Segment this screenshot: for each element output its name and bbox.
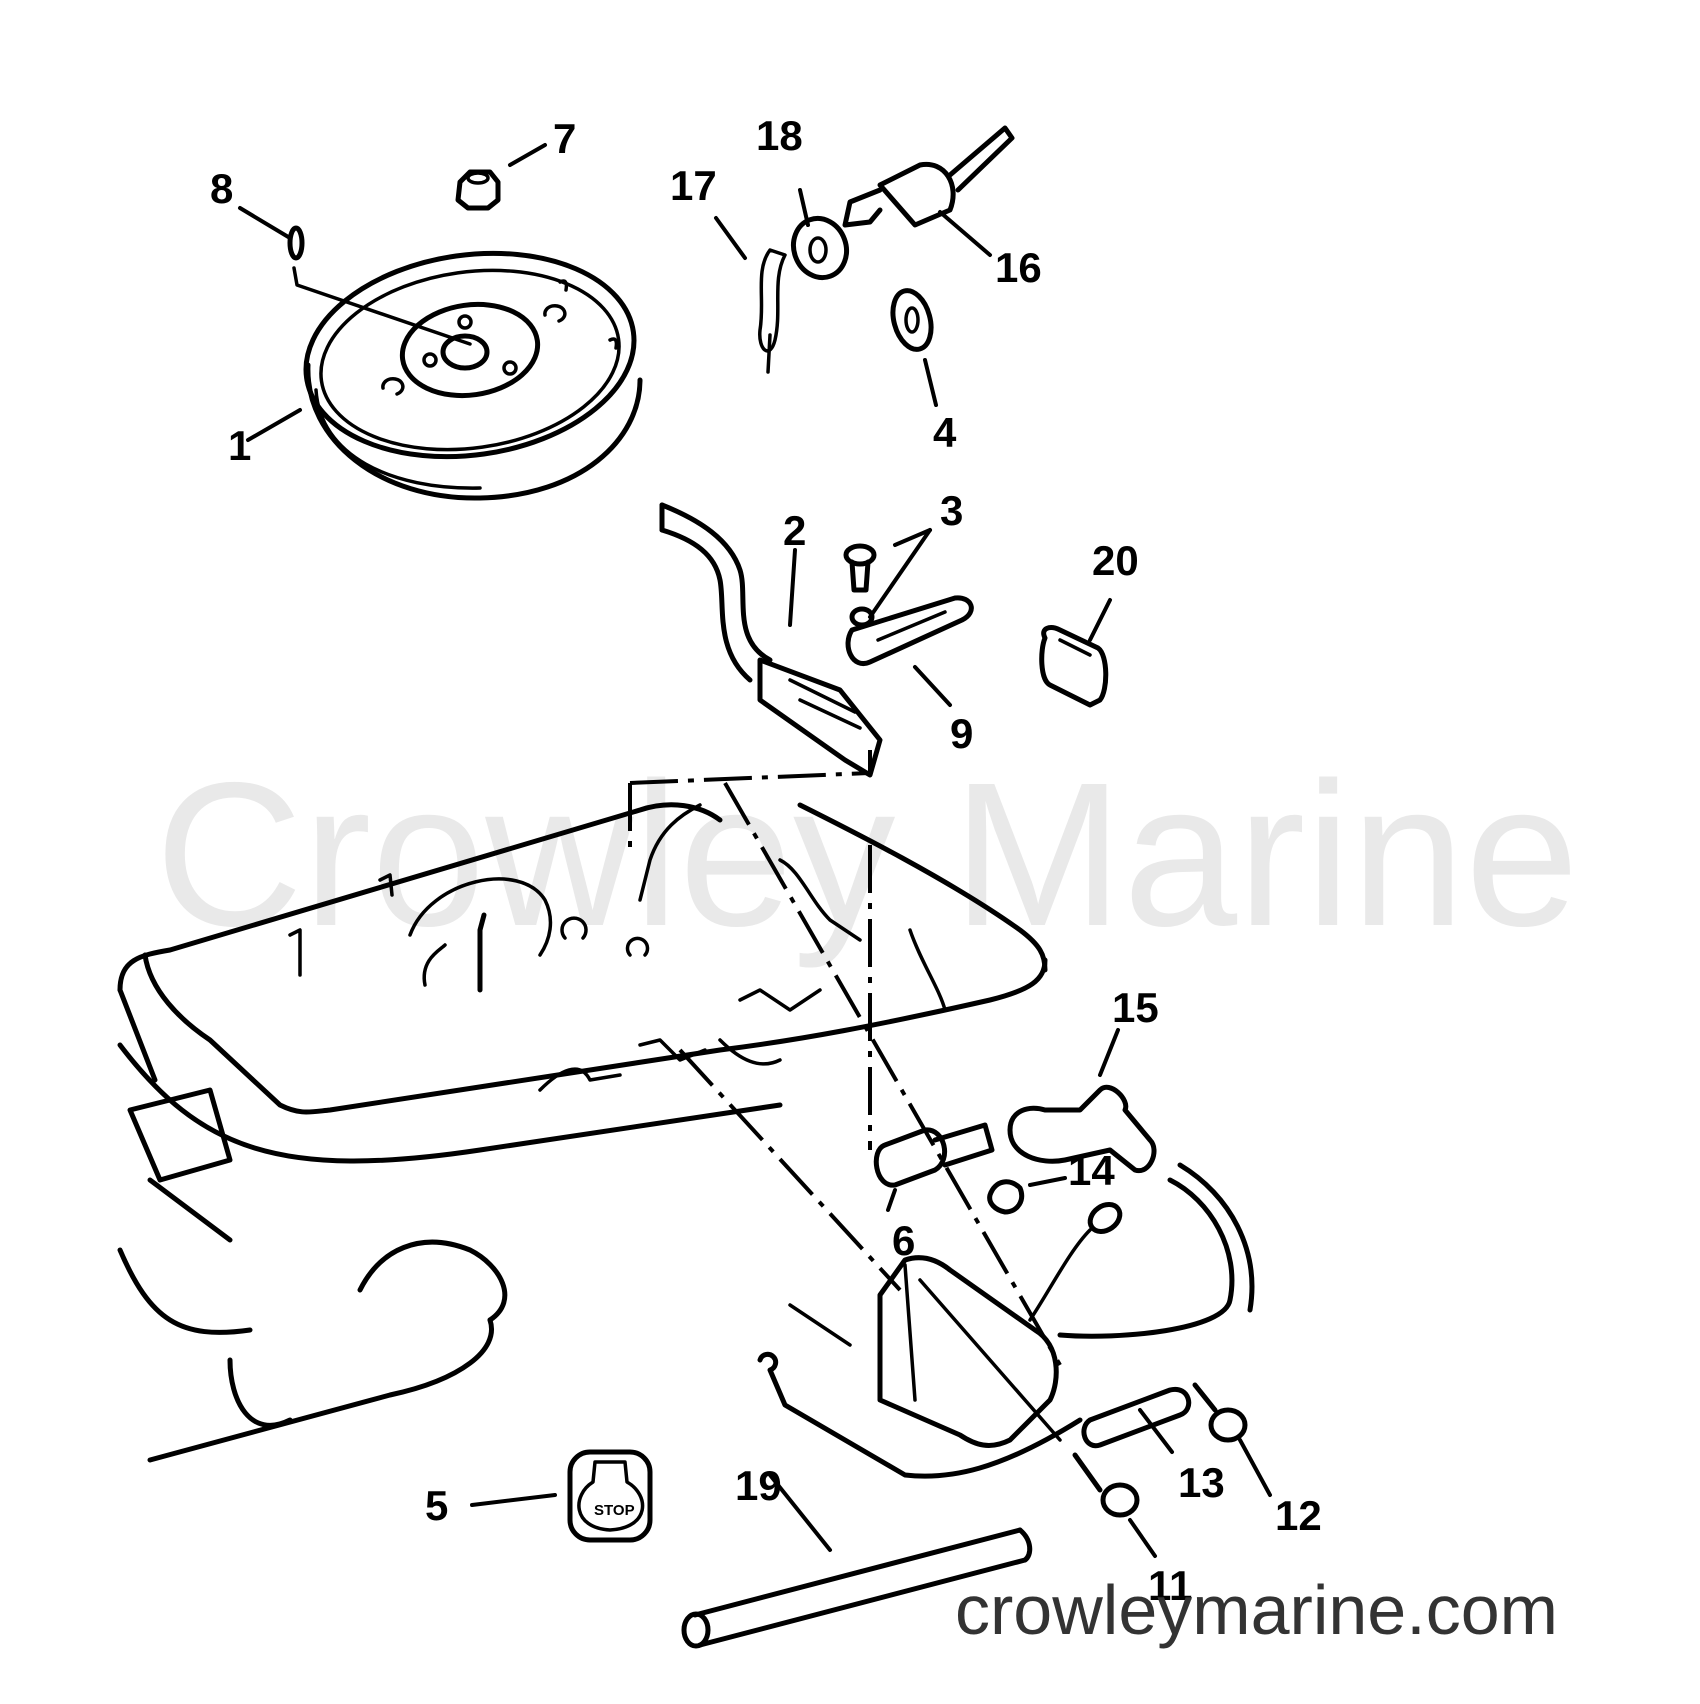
screw-part-12: [1192, 1382, 1248, 1443]
callout-20: 20: [1092, 537, 1139, 584]
callout-4: 4: [933, 409, 957, 456]
switch-connector-part: [842, 125, 1015, 228]
callout-7: 7: [553, 115, 576, 162]
elbow-fitting-part: [1007, 1085, 1255, 1339]
site-url-text: crowleymarine.com: [955, 1571, 1558, 1649]
callout-16: 16: [995, 244, 1042, 291]
ignition-module-part: [757, 1202, 1123, 1479]
svg-text:STOP: STOP: [594, 1502, 635, 1519]
powerhead-block: [117, 802, 1048, 1463]
tube-part: [681, 1527, 1033, 1649]
callout-2: 2: [783, 507, 806, 554]
watermark-text: Crowley Marine: [155, 740, 1579, 969]
callout-13: 13: [1178, 1459, 1225, 1506]
callout-12: 12: [1275, 1492, 1322, 1539]
callout-6: 6: [892, 1217, 915, 1264]
callout-19: 19: [735, 1462, 782, 1509]
nut-part-7: [455, 169, 501, 211]
key-part: [287, 225, 305, 261]
callout-5: 5: [425, 1482, 448, 1529]
alignment-lines: [628, 750, 1062, 1366]
washer-part: [890, 288, 934, 352]
screw-part-11: [1072, 1452, 1140, 1518]
callout-9: 9: [950, 710, 973, 757]
callout-8: 8: [210, 165, 233, 212]
callout-3: 3: [940, 487, 963, 534]
callout-leaders: [238, 143, 1272, 1558]
callout-11: 11: [1148, 1562, 1192, 1609]
callout-1: 1: [228, 422, 251, 469]
callout-14: 14: [1068, 1147, 1115, 1194]
sender-part: [873, 1122, 995, 1188]
screw-part-3: [843, 543, 877, 628]
callout-15: 15: [1112, 984, 1159, 1031]
callout-18: 18: [756, 112, 803, 159]
lanyard-clip-part: [758, 248, 787, 374]
plug-part: [987, 1179, 1025, 1215]
flywheel-part: [292, 250, 643, 501]
bracket-part: [845, 595, 974, 666]
stop-button-decal: STOP: [567, 1449, 653, 1543]
clamp-part: [1081, 1386, 1192, 1449]
callout-17: 17: [670, 162, 717, 209]
cap-part: [1039, 625, 1109, 708]
nut-part-18: [791, 215, 849, 281]
